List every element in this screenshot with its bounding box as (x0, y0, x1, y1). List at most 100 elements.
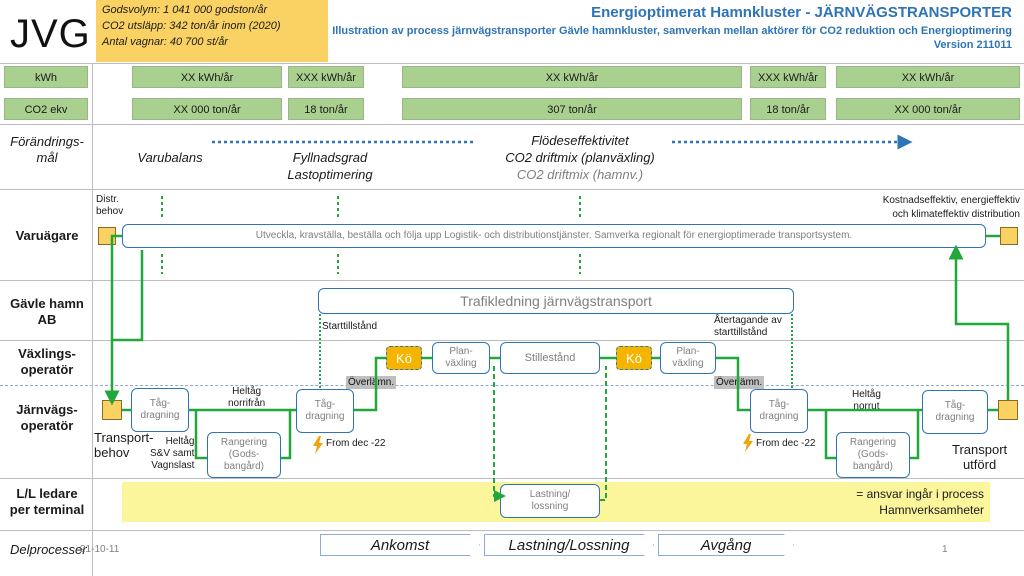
phase-avgang: Avgång (658, 534, 794, 556)
lane-label-vaxlingsoperator: Växlings- operatör (18, 346, 76, 377)
ko-box-right: Kö (616, 346, 652, 370)
trafikledning-box: Trafikledning järnvägstransport (318, 288, 794, 314)
rangering-label: Rangering (Gods- bangård) (849, 437, 897, 472)
kwh-value: XXX kWh/år (750, 66, 826, 88)
goal-lastoptimering: Lastoptimering (287, 167, 373, 182)
planvaxling-box-right: Plan- växling (660, 342, 716, 374)
goal-co2-planvaxling: CO2 driftmix (planväxling) (505, 150, 655, 165)
ko-box-left: Kö (386, 346, 422, 370)
tagdragning-box-1: Tåg- dragning (131, 388, 189, 432)
ko-label: Kö (396, 350, 412, 366)
info-godsvolym: Godsvolym: 1 041 000 godston/år (102, 4, 268, 16)
stillestand-label: Stillestånd (524, 352, 576, 364)
planvaxling-label: Plan- växling (672, 346, 704, 369)
overlamn-tag-left: Överlämn. (346, 376, 397, 389)
varuagare-process-text: Utveckla, kravställa, beställa och följa… (255, 230, 853, 241)
page-subtitle: Illustration av process järnvägstranspor… (312, 24, 1012, 52)
trafikledning-text: Trafikledning järnvägstransport (460, 293, 652, 309)
flow-line (948, 244, 1010, 400)
co2-label: CO2 ekv (4, 98, 88, 120)
co2-value: 18 ton/år (750, 98, 826, 120)
divider (0, 124, 1024, 125)
tagdragning-box-2: Tåg- dragning (296, 389, 354, 433)
transport-end-square (998, 400, 1018, 420)
lane-label-jarnvagsoperator: Järnvägs- operatör (16, 402, 78, 433)
divider (0, 530, 1024, 531)
transportbehov-label: Transport- behov (94, 430, 154, 460)
version-text: Version 211011 (933, 39, 1012, 51)
page-title: Energioptimerat Hamnkluster - JÄRNVÄGSTR… (591, 4, 1012, 21)
flow-line (354, 356, 386, 412)
co2-value: 18 ton/år (288, 98, 364, 120)
flow-line (910, 410, 920, 460)
lane-label-forandringsmal: Förändrings- mål (10, 134, 84, 165)
kostnadseffektiv-label: Kostnadseffektiv, energieffektiv och kli… (882, 195, 1020, 220)
phase-ankomst: Ankomst (320, 534, 480, 556)
varuagare-process-box: Utveckla, kravställa, beställa och följa… (122, 224, 986, 248)
atertagande-label: Återtagande av starttillstånd (714, 315, 782, 338)
divider (0, 280, 1024, 281)
phase-avgang-label: Avgång (700, 536, 752, 554)
lane-label-varuagare: Varuägare (15, 228, 79, 243)
starttillstand-label: Starttillstånd (322, 321, 378, 332)
tagdragning-label: Tåg- dragning (759, 399, 799, 422)
divider-dashed (0, 385, 1024, 386)
kwh-value: XX kWh/år (132, 66, 282, 88)
lastning-lossning-label: Lastning/ lossning (529, 489, 571, 512)
goal-flodeseffektivitet: Flödeseffektivitet (531, 133, 629, 148)
goal-co2-hamnv: CO2 driftmix (hamnv.) (516, 167, 644, 182)
lightning-icon (312, 436, 324, 458)
info-vagnar: Antal vagnar: 40 700 st/år (102, 36, 228, 48)
info-co2: CO2 utsläpp: 342 ton/år inom (2020) (102, 20, 281, 32)
info-box: Godsvolym: 1 041 000 godston/år CO2 utsl… (96, 0, 328, 62)
dashed-flow-line (493, 366, 506, 502)
stillestand-box: Stillestånd (500, 342, 600, 374)
phase-lastning-label: Lastning/Lossning (508, 536, 630, 554)
ko-label: Kö (626, 350, 642, 366)
rangering-box-right: Rangering (Gods- bangård) (836, 432, 910, 478)
heltag-norrifran-label: Heltåg norrifrån (228, 386, 266, 409)
divider (0, 340, 1024, 341)
tagdragning-label: Tåg- dragning (305, 399, 345, 422)
flow-line (104, 234, 122, 406)
co2-value: XX 000 ton/år (836, 98, 1020, 120)
co2-value: 307 ton/år (402, 98, 742, 120)
planvaxling-box-left: Plan- växling (432, 342, 490, 374)
flow-line (716, 356, 750, 412)
logo: JVG (10, 12, 91, 56)
tagdragning-label: Tåg- dragning (140, 398, 180, 421)
ansvar-note: = ansvar ingår i process Hamnverksamhete… (856, 487, 984, 517)
flow-line (824, 410, 836, 460)
tagdragning-box-4: Tåg- dragning (922, 390, 988, 434)
subtitle-text: Illustration av process järnvägstranspor… (332, 25, 1012, 37)
kwh-label: kWh (4, 66, 88, 88)
from-dec-label-right: From dec -22 (756, 438, 816, 449)
lane-divider (92, 63, 93, 576)
from-dec-label-left: From dec -22 (326, 438, 386, 449)
flow-line (281, 410, 292, 460)
divider (0, 189, 1024, 190)
kwh-value: XX kWh/år (836, 66, 1020, 88)
kwh-value: XX kWh/år (402, 66, 742, 88)
heltag-sv-label: Heltåg S&V samt Vagnslast (150, 436, 195, 471)
varuagare-end-square (1000, 227, 1018, 245)
planvaxling-label: Plan- växling (445, 346, 477, 369)
rangering-label: Rangering (Gods- bangård) (220, 437, 268, 472)
page-number: 1 (942, 544, 948, 555)
footer-date: 21-10-11 (80, 544, 120, 555)
transport-utford-label: Transport utförd (952, 442, 1008, 472)
divider (0, 63, 1024, 64)
dashed-flow-line (600, 366, 607, 501)
flow-line (112, 250, 144, 342)
phase-ankomst-label: Ankomst (370, 536, 430, 554)
goal-varubalans: Varubalans (137, 150, 203, 165)
flow-line (194, 410, 207, 460)
lane-label-gavle-hamn: Gävle hamn AB (10, 296, 84, 327)
tagdragning-label: Tåg- dragning (935, 400, 975, 423)
divider (0, 478, 1024, 479)
goal-fyllnadsgrad: Fyllnadsgrad (292, 150, 368, 165)
tagdragning-box-3: Tåg- dragning (750, 389, 808, 433)
kwh-value: XXX kWh/år (288, 66, 364, 88)
rangering-box-left: Rangering (Gods- bangård) (207, 432, 281, 478)
